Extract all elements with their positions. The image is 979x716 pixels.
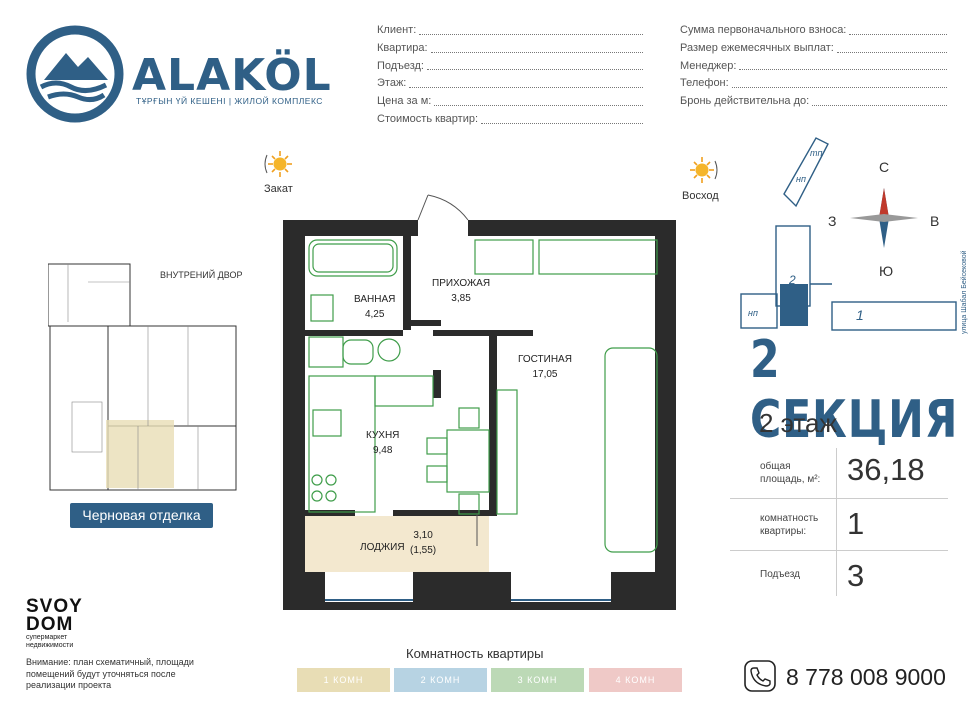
- phone-icon: [744, 660, 776, 692]
- compass-east: В: [930, 213, 939, 229]
- site-yard-label: ВНУТРЕНИЙ ДВОР: [160, 270, 243, 280]
- building-site-plan: [48, 263, 237, 491]
- compass-north: С: [879, 159, 889, 175]
- form-row: Менеджер:: [680, 58, 947, 76]
- form-row: Подъезд:: [377, 58, 643, 76]
- keyplan-street: улица Шабал Бейсековой: [960, 250, 968, 334]
- floor-label: 2 этаж: [759, 408, 837, 438]
- section-title: 2 СЕКЦИЯ: [750, 330, 959, 450]
- form-row: Квартира:: [377, 40, 643, 58]
- client-form-right: Сумма первоначального взноса: Размер еже…: [680, 22, 947, 111]
- legend-chip-2: 2 КОМН: [394, 668, 487, 692]
- compass-south: Ю: [879, 263, 893, 279]
- rooms-count-value: 1: [847, 506, 865, 541]
- finishing-badge: Черновая отделка: [70, 503, 213, 528]
- client-form-left: Клиент: Квартира: Подъезд: Этаж: Цена за…: [377, 22, 643, 129]
- keyplan-np1: тп: [810, 148, 822, 158]
- section-key-plan: 1 2 тп нп нп улица Шабал Бейсековой С Ю …: [740, 137, 968, 334]
- keyplan-sec2: 2: [788, 273, 796, 287]
- brand-name: ALAKÖL: [132, 50, 332, 101]
- alakol-logo-mark: [26, 25, 124, 123]
- compass-west: З: [828, 213, 836, 229]
- form-row: Клиент:: [377, 22, 643, 40]
- disclaimer-note: Внимание: план схематичный, площади поме…: [26, 657, 194, 690]
- total-area-label: общая площадь, м²:: [760, 461, 821, 485]
- brand-tagline: ТҰРҒЫН ҮЙ КЕШЕНІ | ЖИЛОЙ КОМПЛЕКС: [136, 96, 323, 106]
- legend-chip-4: 4 КОМН: [589, 668, 682, 692]
- divider: [730, 550, 948, 551]
- entrance-value: 3: [847, 558, 865, 593]
- divider: [730, 498, 948, 499]
- sunset-label: Закат: [264, 183, 293, 195]
- divider: [836, 448, 837, 596]
- contact-phone[interactable]: 8 778 008 9000: [786, 664, 946, 690]
- apartment-floor-plan: [283, 194, 676, 610]
- form-row: Телефон:: [680, 75, 947, 93]
- form-row: Бронь действительна до:: [680, 93, 947, 111]
- keyplan-np3: нп: [748, 308, 758, 318]
- room-loggia-label: ЛОДЖИЯ: [360, 542, 405, 553]
- svoydom-logo: SVOY DOM супермаркет недвижимости: [26, 596, 83, 649]
- keyplan-sec1: 1: [856, 307, 864, 323]
- form-row: Этаж:: [377, 75, 643, 93]
- keyplan-np2: нп: [796, 174, 806, 184]
- sunset-sun-icon: [264, 151, 292, 177]
- room-loggia-area: 3,10(1,55): [410, 530, 437, 556]
- form-row: Стоимость квартир:: [377, 111, 643, 129]
- form-row: Размер ежемесячных выплат:: [680, 40, 947, 58]
- total-area-value: 36,18: [847, 452, 925, 487]
- sunrise-sun-icon: [690, 157, 718, 183]
- sunrise-label: Восход: [682, 190, 719, 202]
- legend-chip-1: 1 КОМН: [297, 668, 390, 692]
- legend-chip-3: 3 КОМН: [491, 668, 584, 692]
- legend-title: Комнатность квартиры: [406, 646, 544, 661]
- entrance-label: Подъезд: [760, 569, 800, 580]
- form-row: Цена за м:: [377, 93, 643, 111]
- form-row: Сумма первоначального взноса:: [680, 22, 947, 40]
- rooms-count-label: комнатность квартиры:: [760, 513, 819, 537]
